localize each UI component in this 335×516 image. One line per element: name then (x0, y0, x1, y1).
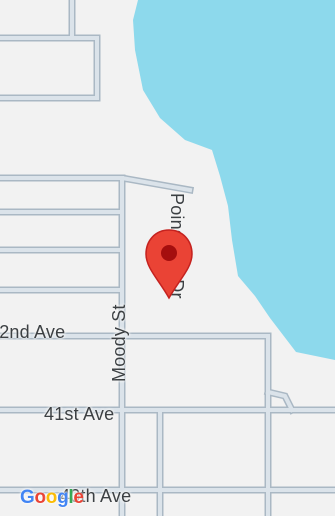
logo-letter: g (57, 487, 69, 508)
street-label-41st-ave: 41st Ave (44, 404, 115, 424)
water-area (133, 0, 335, 360)
street-label-42nd-ave: 42nd Ave (0, 322, 66, 342)
logo-letter: o (45, 487, 58, 508)
street-label-40th-ave: 40th Ave (60, 486, 132, 506)
logo-letter: l (68, 487, 74, 508)
street-label-moody: Moody St (109, 304, 129, 382)
pin-body (145, 229, 193, 300)
logo-letter: e (73, 487, 84, 508)
map-pin-icon[interactable] (143, 228, 195, 300)
google-logo: Google (20, 487, 84, 509)
logo-letter: o (34, 487, 46, 508)
logo-letter: G (20, 487, 35, 508)
pin-dot (161, 245, 177, 261)
